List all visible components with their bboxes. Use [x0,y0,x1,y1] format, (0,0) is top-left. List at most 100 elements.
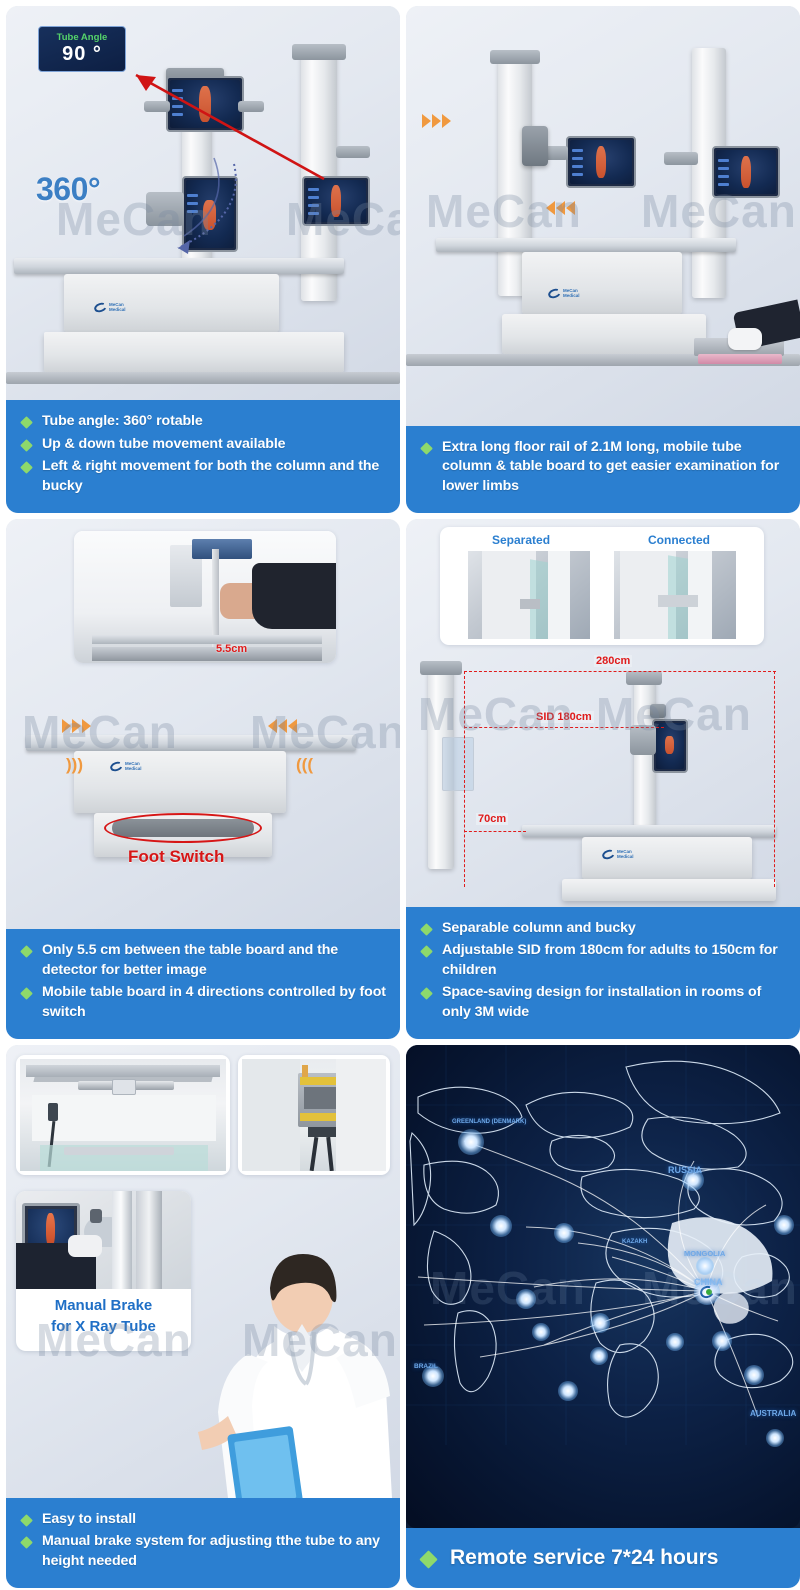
measuring-ruler [212,549,219,649]
panel-6-caption: Remote service 7*24 hours [406,1528,800,1588]
map-node [766,1429,784,1447]
motion-wave-left-icon: ))) [66,755,83,774]
patient-figure-graphic [199,86,211,122]
brake-line-2: for X Ray Tube [51,1318,156,1335]
monitor-controls-graphic [571,148,583,181]
tube-column-cap [490,50,540,64]
panel-manual-brake: Manual Brake for X Ray Tube MeCan [6,1045,400,1588]
wall-stand-cap [420,661,462,675]
table-base-upper [522,252,682,314]
rail-mechanism-card [16,1055,230,1175]
tube-column-cap [626,671,662,685]
map-continents [409,1060,794,1418]
tube-arm-left [144,101,170,112]
panel-3-bullet-list: Only 5.5 cm between the table board and … [20,941,386,1022]
logo-swoosh-icon [92,300,109,314]
tube-angle-value: 90 ° [62,43,102,65]
logo-brand: MeCan [125,761,140,766]
detector-panel [698,354,782,364]
panel-3-photo: 5.5cm Foot Switch MeCan Medical ))) ((( [6,519,400,929]
total-width-right-tick [774,671,775,887]
panel-3-caption: Only 5.5 cm between the table board and … [6,929,400,1039]
logo-sub: Medical [617,854,634,859]
connected-label: Connected [648,533,711,547]
logo-swoosh-icon [108,759,125,773]
power-supply-card [238,1055,390,1175]
logo-brand: MeCan [563,288,578,293]
map-node [744,1365,764,1385]
tube-head [522,126,548,166]
floor-rail [6,372,400,384]
bucky-monitor [712,146,780,198]
panel-table-gap-foot-switch: 5.5cm Foot Switch MeCan Medical ))) ((( [6,519,400,1039]
panel-1-photo: MeCan Medical Tube Angle 90 ° 360° MeCan [6,6,400,400]
brake-line-1: Manual Brake [54,1297,153,1314]
patient-figure-graphic [330,185,342,217]
red-pointer-arrow-icon [135,73,325,181]
rail-mechanism-photo [20,1059,226,1171]
map-node [532,1323,550,1341]
logo-sub: Medical [125,766,142,771]
map-label-brazil: BRAZIL [414,1363,438,1370]
map-label-australia: AUSTRALIA [750,1409,797,1418]
manual-brake-card: Manual Brake for X Ray Tube [16,1191,191,1351]
bucky-arm [664,152,698,165]
panel-remote-service: GREENLAND (DENMARK) RUSSIA MONGOLIA CHIN… [406,1045,800,1588]
world-map: GREENLAND (DENMARK) RUSSIA MONGOLIA CHIN… [406,1045,800,1528]
movement-arrow-right-icon [422,114,451,128]
mecan-logo-badge: MeCan Medical [600,847,634,861]
sleeve [252,563,336,629]
total-width-label: 280cm [594,655,633,667]
panel-6-photo: GREENLAND (DENMARK) RUSSIA MONGOLIA CHIN… [406,1045,800,1528]
bucky-handle [336,146,370,158]
map-node [666,1333,684,1351]
patient-figure-graphic [740,155,752,189]
gap-measurement-label: 5.5cm [216,643,248,655]
table-move-right-icon [62,719,91,733]
patient-table-board [26,735,356,751]
total-width-dimension-line [464,671,776,672]
panel-5-bullet-list: Easy to install Manual brake system for … [20,1510,386,1572]
panel-floor-rail: MeCan Medical MeCan MeCan Extra long flo… [406,6,800,513]
bullet-item: Separable column and bucky [420,919,786,939]
bullet-item: Only 5.5 cm between the table board and … [20,941,386,980]
sid-label: SID 180cm [534,711,594,723]
logo-sub: Medical [109,307,126,312]
bullet-item: Left & right movement for both the colum… [20,457,386,496]
map-node [696,1257,714,1275]
movement-arrow-left-icon [546,201,575,215]
map-node [590,1313,610,1333]
panel-tube-rotation: MeCan Medical Tube Angle 90 ° 360° MeCan [6,6,400,513]
panel-4-bullet-list: Separable column and bucky Adjustable SI… [420,919,786,1023]
map-label-mongolia: MONGOLIA [684,1249,726,1258]
height-dimension-line [464,831,526,832]
column-comparison-card: Separated Connected [440,527,764,645]
panel-5-caption: Easy to install Manual brake system for … [6,1497,400,1588]
logo-text: MeCan Medical [109,302,126,312]
hq-logo-dot [706,1289,712,1295]
logo-swoosh-icon [546,286,563,300]
table-base-upper [74,751,286,813]
height-label: 70cm [476,813,509,825]
map-label-greenland: GREENLAND (DENMARK) [452,1119,527,1125]
mecan-logo-badge: MeCan Medical [108,759,142,773]
wall-stand-column [428,669,454,869]
bullet-item: Extra long floor rail of 2.1M long, mobi… [420,438,786,497]
map-label-russia: RUSSIA [668,1165,703,1175]
closeup-detector-tray [92,647,322,661]
table-base-upper [64,274,279,332]
map-node [422,1365,444,1387]
table-base-upper [582,837,752,879]
rotation-arc-icon [177,157,237,254]
tube-monitor [652,719,688,773]
tube-rotated-mount [146,192,184,226]
map-node [590,1347,608,1365]
tube-angle-readout: Tube Angle 90 ° [38,26,126,72]
map-node [558,1381,578,1401]
closeup-detector [192,539,252,559]
bullet-item: Mobile table board in 4 directions contr… [20,983,386,1022]
tube-angle-label: Tube Angle [56,32,108,43]
manual-brake-caption: Manual Brake for X Ray Tube [16,1295,191,1337]
doctor-photo [198,1253,392,1498]
